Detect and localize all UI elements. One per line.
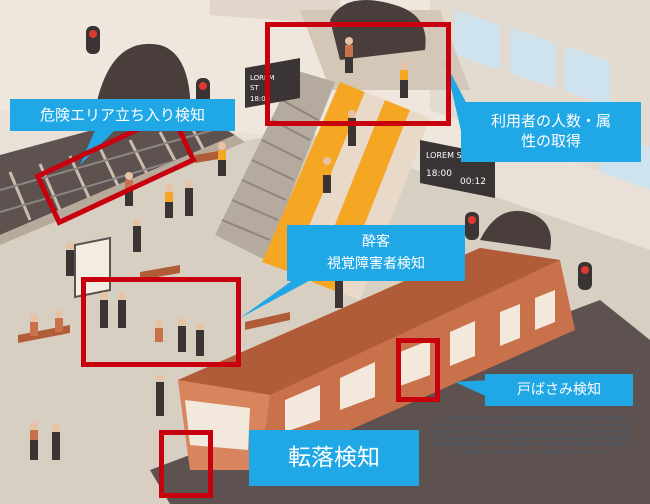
callout-fall-detection: 転落検知 bbox=[249, 430, 419, 486]
callout-fall-detection-text: 転落検知 bbox=[288, 445, 380, 471]
svg-text:00:12: 00:12 bbox=[460, 177, 486, 187]
callout-user-count: 利用者の人数・属 性の取得 bbox=[461, 102, 641, 162]
highlight-fall-detection-zone bbox=[159, 430, 213, 498]
svg-text:18:0: 18:0 bbox=[250, 95, 266, 103]
left-track-bed bbox=[0, 105, 235, 235]
callout-drunk-line1: 酔客 bbox=[362, 234, 390, 250]
callout-drunk-line2: 視覚障害者検知 bbox=[327, 256, 425, 272]
passengers bbox=[30, 37, 408, 460]
upper-tunnel bbox=[330, 0, 426, 60]
callout-door-caught-text: 戸ばさみ検知 bbox=[517, 382, 601, 398]
platform-edge bbox=[0, 135, 245, 245]
svg-text:LOREM: LOREM bbox=[250, 74, 275, 82]
right-tunnel bbox=[480, 210, 551, 250]
highlight-user-count-zone bbox=[265, 22, 451, 126]
highlight-drunk-detection-zone bbox=[81, 277, 241, 367]
callout-user-count-line1: 利用者の人数・属 bbox=[490, 112, 611, 130]
staircase bbox=[215, 70, 335, 260]
placeholder-paragraph: Lorem ipsum dolor sit amet, consectetur … bbox=[430, 416, 635, 455]
callout-pointers bbox=[80, 62, 490, 398]
highlight-door-detection-zone bbox=[396, 338, 440, 402]
departure-sign-1: LOREM ST 18:0 bbox=[245, 58, 300, 108]
callout-user-count-line2: 性の取得 bbox=[520, 132, 581, 150]
svg-text:18:00: 18:00 bbox=[426, 169, 452, 179]
callout-danger-area-text: 危険エリア立ち入り検知 bbox=[39, 106, 205, 124]
svg-text:LOREM ST: LOREM ST bbox=[426, 151, 467, 160]
callout-drunk-visually-impaired: 酔客 視覚障害者検知 bbox=[287, 225, 465, 281]
callout-danger-area: 危険エリア立ち入り検知 bbox=[10, 99, 235, 131]
svg-text:ST: ST bbox=[250, 84, 259, 92]
train bbox=[178, 248, 575, 470]
callout-door-caught: 戸ばさみ検知 bbox=[485, 374, 633, 406]
